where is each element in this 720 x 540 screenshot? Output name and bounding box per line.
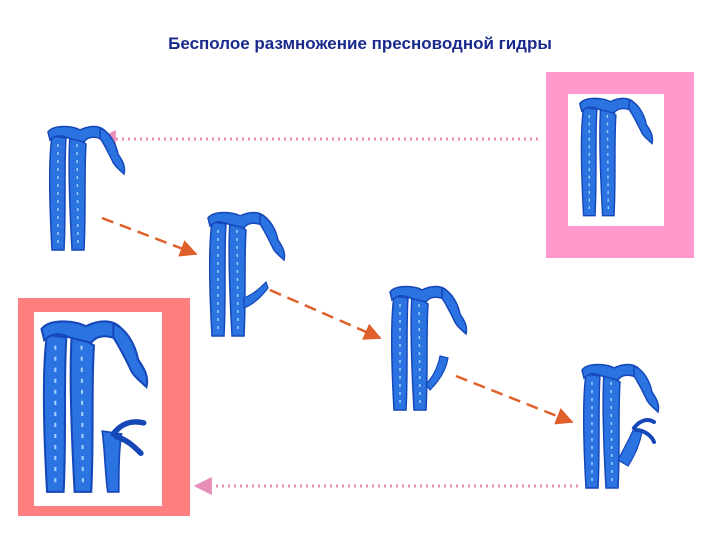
- hydra-stage-3: [389, 285, 468, 411]
- bud-medium: [425, 355, 449, 391]
- bud-tentacles: [632, 418, 656, 444]
- bud-detaching-tentacles: [110, 419, 147, 456]
- dashed-arrow-1: [101, 216, 198, 257]
- hydra-stage-1: [47, 125, 126, 251]
- bud-small: [243, 280, 269, 309]
- hydra-bottom-left-framed: [40, 320, 149, 493]
- hydra-stage-2: [207, 211, 286, 337]
- hydra-stage-4: [581, 363, 660, 489]
- bud-detaching: [101, 430, 123, 493]
- bud-large: [617, 427, 643, 467]
- slide-title: Бесполое размножение пресноводной гидры: [168, 34, 552, 53]
- dashed-arrow-3: [455, 374, 574, 425]
- dashed-arrow-2: [269, 288, 382, 340]
